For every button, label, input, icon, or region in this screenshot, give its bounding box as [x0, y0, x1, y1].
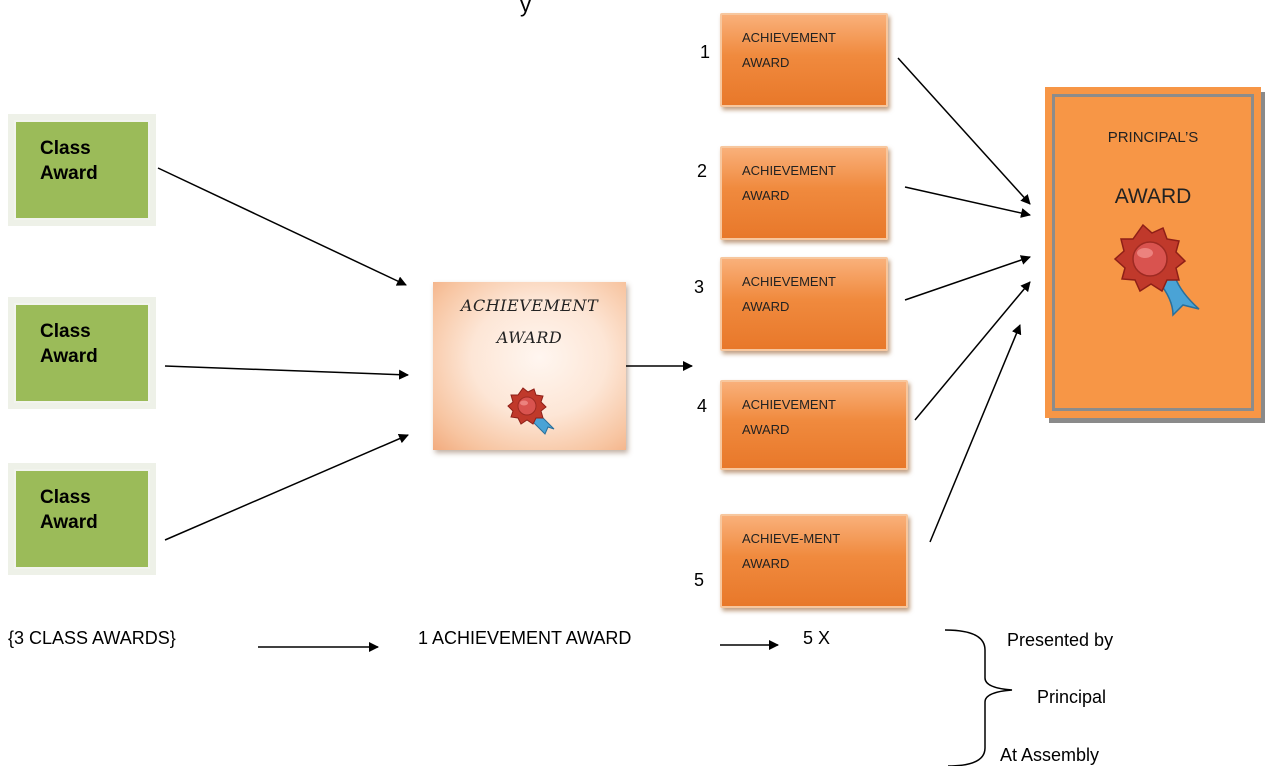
arrow-award5-to-principal	[929, 324, 1022, 543]
top-cropped-text: y	[520, 0, 531, 17]
principal-award-subtitle: AWARD	[1114, 185, 1192, 208]
achievement-award-label: ACHIEVEMENT	[742, 274, 836, 289]
at-assembly: At Assembly	[1000, 745, 1100, 765]
class-award-box-3: Class Award	[8, 463, 156, 575]
class-award-label: Award	[40, 346, 98, 367]
wax-seal-icon	[1113, 223, 1200, 317]
achievement-award-label: ACHIEVEMENT	[742, 397, 836, 412]
achievement-award-box-1: ACHIEVEMENT AWARD	[720, 13, 888, 107]
achievement-award-label: AWARD	[742, 188, 790, 203]
wax-seal-icon	[507, 387, 555, 435]
principal-award-title: PRINCIPAL’S	[1107, 129, 1199, 146]
arrow-class2-to-achievement	[164, 365, 409, 380]
award-number: 2	[697, 161, 708, 181]
curly-brace	[944, 629, 1013, 766]
achievement-award-label: ACHIEVEMENT	[742, 30, 836, 45]
award-number: 3	[694, 277, 705, 297]
bottom-one-achievement: 1 ACHIEVEMENT AWARD	[418, 628, 632, 648]
arrow-class1-to-achievement	[157, 167, 407, 286]
arrow-award1-to-principal	[897, 57, 1031, 205]
principal-award-certificate: PRINCIPAL’S AWARD	[1045, 87, 1261, 418]
achievement-award-box-5: ACHIEVE-MENT AWARD	[720, 514, 908, 608]
presented-by: Presented by	[1007, 630, 1114, 650]
class-award-label: Class	[40, 138, 91, 159]
bottom-class-awards: {3 CLASS AWARDS}	[8, 628, 176, 648]
center-achievement-certificate: ACHIEVEMENT AWARD	[433, 282, 626, 450]
award-number: 5	[694, 570, 705, 590]
class-award-label: Award	[40, 163, 98, 184]
achievement-award-label: AWARD	[742, 55, 790, 70]
class-award-box-1: Class Award	[8, 114, 156, 226]
arrow-class3-to-achievement	[164, 433, 409, 541]
achievement-award-box-4: ACHIEVEMENT AWARD	[720, 380, 908, 470]
bottom-times: 5 X	[803, 628, 831, 648]
achievement-award-box-3: ACHIEVEMENT AWARD	[720, 257, 888, 351]
arrow-award4-to-principal	[914, 281, 1031, 421]
arrow-award3-to-principal	[904, 255, 1031, 301]
award-number: 1	[700, 42, 711, 62]
achievement-award-box-2: ACHIEVEMENT AWARD	[720, 146, 888, 240]
achievement-award-label: ACHIEVEMENT	[742, 163, 836, 178]
class-award-label: Award	[40, 512, 98, 533]
achievement-award-label: AWARD	[742, 556, 790, 571]
arrow-award2-to-principal	[904, 186, 1031, 218]
class-award-box-2: Class Award	[8, 297, 156, 409]
class-award-label: Class	[40, 487, 91, 508]
achievement-award-label: AWARD	[742, 299, 790, 314]
achievement-award-label: AWARD	[742, 422, 790, 437]
class-award-label: Class	[40, 321, 91, 342]
award-number: 4	[697, 396, 708, 416]
principal-award-frame	[1052, 94, 1254, 411]
presenter-principal: Principal	[1037, 687, 1107, 707]
certificate-subtitle: AWARD	[496, 328, 563, 347]
certificate-title: ACHIEVEMENT	[460, 296, 599, 315]
achievement-award-label: ACHIEVE-MENT	[742, 531, 841, 546]
